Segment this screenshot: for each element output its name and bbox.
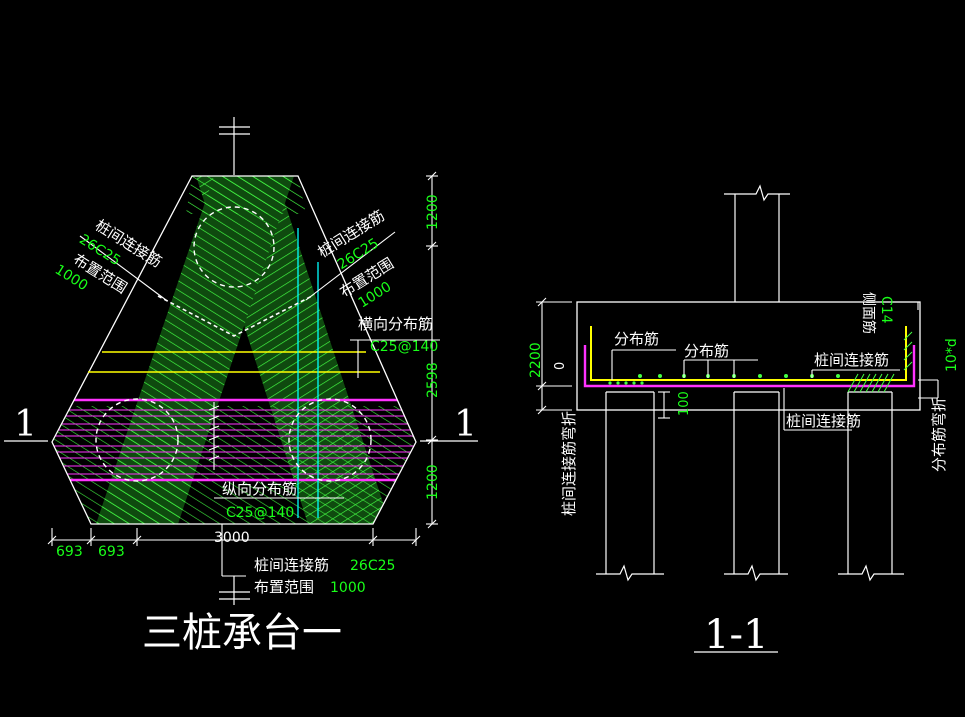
section-label-right-vertical: 分布筋弯折 [930,397,948,472]
connection-zone-chevron [157,295,313,337]
dim-693-second: 693 [98,544,125,560]
plan-view: 1 1 1200 2598 1200 [4,117,478,656]
section-label-dist1: 分布筋 [614,330,659,348]
yellow-horizontal-rebars [88,351,380,373]
section-column [724,184,790,302]
hatch-top-cross [186,176,306,214]
section-label-side: 侧面筋 [860,292,877,334]
leader-lines [79,231,440,577]
bottom-range-value: 1000 [330,580,366,596]
section-yellow-ubar [590,326,907,381]
section-title: 1-1 [704,612,768,658]
bottom-range-label: 布置范围 [254,578,314,596]
section-hatch-right [847,373,895,393]
section-label-conn: 桩间连接筋 [814,351,889,369]
horiz-dist-label: 横向分布筋 [358,315,433,333]
section-dim-2200: 2200 [528,342,544,378]
pile-circle-top [193,206,275,288]
bottom-conn-label: 桩间连接筋 [254,556,329,574]
section-label-conn-bottom: 桩间连接筋 [786,412,861,430]
section-view: 2200 0 100 分布筋 分布筋 桩间连接筋 桩间连接筋 侧面筋 C14 1… [528,184,960,658]
column-mark-top [219,117,250,175]
vert-dist-value: C25@140 [226,505,294,521]
dim-693-first: 693 [56,544,83,560]
dim-right-1200-top: 1200 [425,194,441,230]
vert-dist-label: 纵向分布筋 [222,480,297,498]
section-dim-left [536,297,572,415]
dim-right-2598: 2598 [425,362,441,398]
pile-circle-left [95,398,179,482]
cyan-vertical-rebars [297,228,319,518]
vertical-leader-ticks [208,405,220,461]
dim-3000: 3000 [214,530,250,546]
column-mark-bottom [219,576,250,605]
section-dim-100 [658,391,670,419]
dim-right-1200-bottom: 1200 [425,464,441,500]
piles-plan [95,206,372,482]
section-dim-zero: 0 [553,362,568,370]
pile-cap-outline [51,175,417,525]
section-rebar-dots [608,374,840,385]
rebar-hatch-bands [52,176,416,524]
section-dim-100-text: 100 [677,391,692,416]
section-label-dist2: 分布筋 [684,342,729,360]
plan-title: 三桩承台一 [142,610,342,656]
section-label-side-value: C14 [878,296,894,324]
section-cap-outline [576,301,921,411]
section-side-bars [903,331,913,371]
dimension-right [426,171,438,529]
section-mark-left: 1 [14,404,37,445]
section-label-left-vertical: 桩间连接筋弯折 [560,411,578,516]
section-piles [596,391,904,582]
section-magenta-ubar [583,345,916,388]
horiz-dist-value: C25@140 [370,339,438,355]
section-label-10d: 10*d [944,338,960,372]
section-leader-lines [611,302,939,431]
bottom-conn-value: 26C25 [350,558,395,574]
section-mark-right: 1 [454,404,477,445]
dimension-bottom [47,528,421,546]
pile-circle-right [288,398,372,482]
